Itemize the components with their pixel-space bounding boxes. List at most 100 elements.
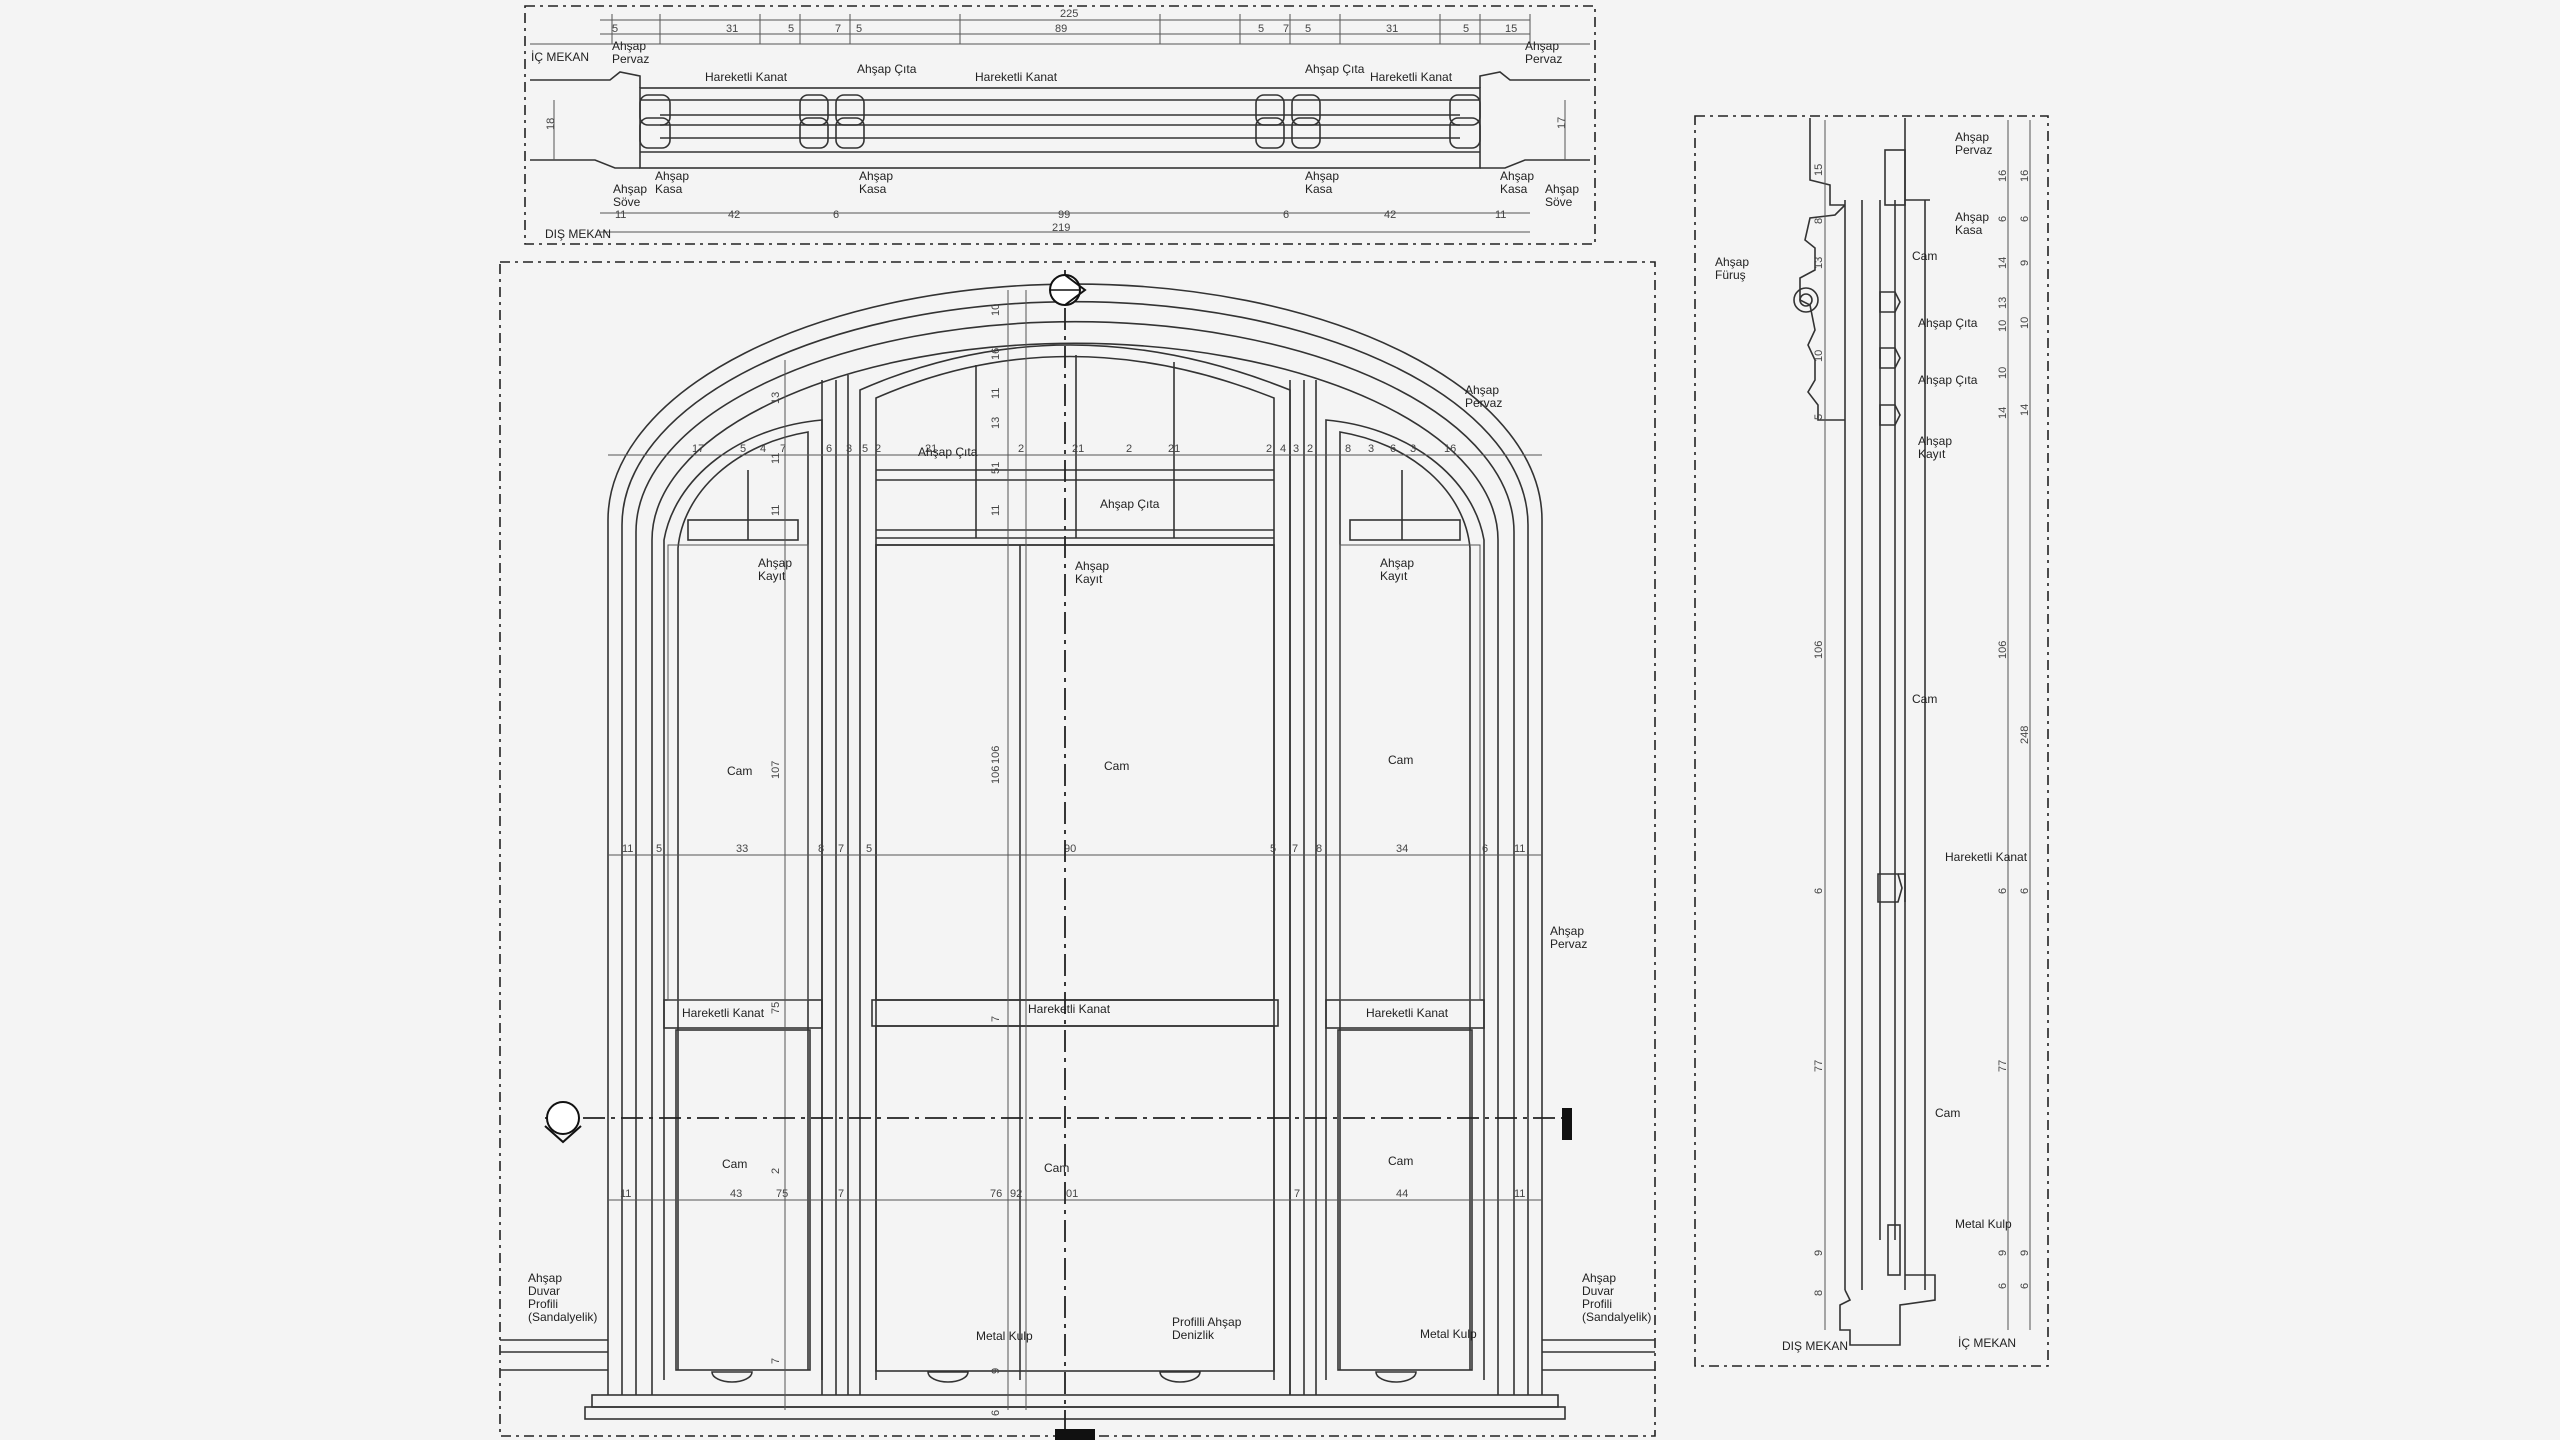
plan-bottom-dim-5: 42	[1384, 209, 1396, 221]
plan-top-dim-6: 5	[1258, 23, 1264, 35]
plan-bottom-dim-6: 11	[1495, 209, 1506, 221]
elev-center-dim-5: 11	[990, 505, 1002, 516]
plan-label-pervaz-right-1: Ahşap	[1525, 39, 1559, 53]
plan-label-sove-left-2: Söve	[613, 195, 641, 209]
elev-mid-dim-7: 5	[1270, 843, 1276, 855]
plan-top-dim-2: 5	[788, 23, 794, 35]
plan-label-kasa-1a: Ahşap	[655, 169, 689, 183]
sec-label-pervaz-1: Ahşap	[1955, 130, 1989, 144]
elev-label-pervaz-side-1: Ahşap	[1550, 924, 1584, 938]
elev-top-dim-17: 8	[1345, 443, 1351, 455]
sec-right-a-dim-2: 14	[1997, 257, 2009, 269]
sec-right-a-dim-1: 6	[1997, 216, 2009, 222]
elev-label-cita-1: Ahşap Çıta	[918, 445, 978, 459]
sec-right-a-dim-4: 10	[1997, 320, 2009, 332]
sec-label-cita-2: Ahşap Çıta	[1918, 373, 1978, 387]
elev-low-dim-0: 11	[620, 1188, 631, 1200]
elev-left-dim-6: 7	[770, 1358, 782, 1364]
sec-left-dim-5: 106	[1813, 641, 1825, 659]
sec-right-a-dim-3: 13	[1997, 297, 2009, 309]
elev-left-dim-5: 2	[770, 1168, 782, 1174]
sec-label-dis-mekan: DIŞ MEKAN	[1782, 1339, 1848, 1353]
elev-center-dim-7: 106	[990, 746, 1002, 764]
sec-label-pervaz-2: Pervaz	[1955, 143, 1992, 157]
section-marker-left	[544, 1101, 582, 1144]
section-marker-top	[1049, 274, 1087, 306]
sec-right-a-dim-9: 77	[1997, 1060, 2009, 1072]
elev-low-dim-3: 7	[838, 1188, 844, 1200]
sec-right-b-dim-8: 6	[2019, 1283, 2031, 1289]
plan-label-pervaz-left-1: Ahşap	[612, 39, 646, 53]
metal-handle-4	[1375, 1371, 1417, 1383]
elev-left-dim-1: 11	[770, 453, 782, 464]
elev-center-dim-2: 11	[990, 388, 1002, 399]
elev-top-dim-20: 3	[1410, 443, 1416, 455]
plan-label-kanat-left: Hareketli Kanat	[705, 70, 788, 84]
svg-text:Profili: Profili	[528, 1297, 558, 1311]
plan-top-dim-8: 5	[1305, 23, 1311, 35]
elev-mid-dim-8: 7	[1292, 843, 1298, 855]
svg-text:Ahşap: Ahşap	[1582, 1271, 1616, 1285]
sec-right-b-dim-3: 10	[2019, 317, 2031, 329]
sec-label-kanat: Hareketli Kanat	[1945, 850, 2028, 864]
elev-top-dim-4: 6	[826, 443, 832, 455]
elev-center-dim-9: 9	[990, 1368, 1002, 1374]
sec-left-dim-7: 77	[1813, 1060, 1825, 1072]
sec-label-kasa-2: Kasa	[1955, 223, 1983, 237]
elev-low-dim-8: 44	[1396, 1188, 1408, 1200]
elev-top-dim-12: 21	[1168, 443, 1180, 455]
plan-top-dim-11: 15	[1505, 23, 1517, 35]
elev-center-dim-6: 106	[990, 766, 1002, 784]
sec-right-b-dim-7: 9	[2019, 1250, 2031, 1256]
plan-top-dim-7: 7	[1283, 23, 1289, 35]
sec-right-b-dim-6: 6	[2019, 888, 2031, 894]
elev-label-kanat-right: Hareketli Kanat	[1366, 1006, 1449, 1020]
plan-label-kasa-2a: Ahşap	[859, 169, 893, 183]
elev-mid-dim-12: 11	[1514, 843, 1525, 855]
elev-top-dim-11: 2	[1126, 443, 1132, 455]
plan-label-cita-left: Ahşap Çıta	[857, 62, 917, 76]
elev-mid-dim-1: 5	[656, 843, 662, 855]
elev-top-dim-6: 5	[862, 443, 868, 455]
plan-top-dim-5: 89	[1055, 23, 1067, 35]
plan-label-cita-right: Ahşap Çıta	[1305, 62, 1365, 76]
elev-top-dim-9: 2	[1018, 443, 1024, 455]
elev-label-kanat-center: Hareketli Kanat	[1028, 1002, 1111, 1016]
elev-label-kulp-2: Metal Kulp	[1420, 1327, 1477, 1341]
elev-center-dim-8: 7	[990, 1016, 1002, 1022]
elev-top-dim-3: 7	[780, 443, 786, 455]
elev-label-kulp-1: Metal Kulp	[976, 1329, 1033, 1343]
elev-mid-dim-2: 33	[736, 843, 748, 855]
elev-top-dim-19: 6	[1390, 443, 1396, 455]
elev-top-dim-0: 17	[692, 443, 704, 455]
sec-right-a-dim-6: 14	[1997, 407, 2009, 419]
metal-handle-1	[711, 1371, 753, 1383]
elev-mid-dim-11: 6	[1482, 843, 1488, 855]
plan-bottom-dim-4: 6	[1283, 209, 1289, 221]
elev-center-dim-10: 6	[990, 1410, 1002, 1416]
sec-left-dim-1: 8	[1813, 218, 1825, 224]
elev-top-dim-8: 21	[925, 443, 937, 455]
sec-right-b-dim-5: 248	[2019, 726, 2031, 744]
elev-mid-dim-5: 5	[866, 843, 872, 855]
plan-label-kasa-2b: Kasa	[859, 182, 887, 196]
svg-text:(Sandalyelik): (Sandalyelik)	[528, 1310, 597, 1324]
elev-low-dim-5: 92	[1010, 1188, 1022, 1200]
metal-handle-3	[1159, 1371, 1201, 1383]
sec-right-a-dim-5: 10	[1997, 367, 2009, 379]
plan-dim-total-bottom: 219	[1052, 222, 1070, 234]
elev-top-dim-15: 3	[1293, 443, 1299, 455]
plan-label-dis-mekan: DIŞ MEKAN	[545, 227, 611, 241]
plan-label-kasa-4a: Ahşap	[1500, 169, 1534, 183]
elev-top-dim-14: 4	[1280, 443, 1286, 455]
plan-top-dim-1: 31	[726, 23, 738, 35]
sec-left-dim-4: 5	[1813, 414, 1825, 420]
plan-label-sove-right-2: Söve	[1545, 195, 1573, 209]
sec-label-kayit-2: Kayıt	[1918, 447, 1946, 461]
